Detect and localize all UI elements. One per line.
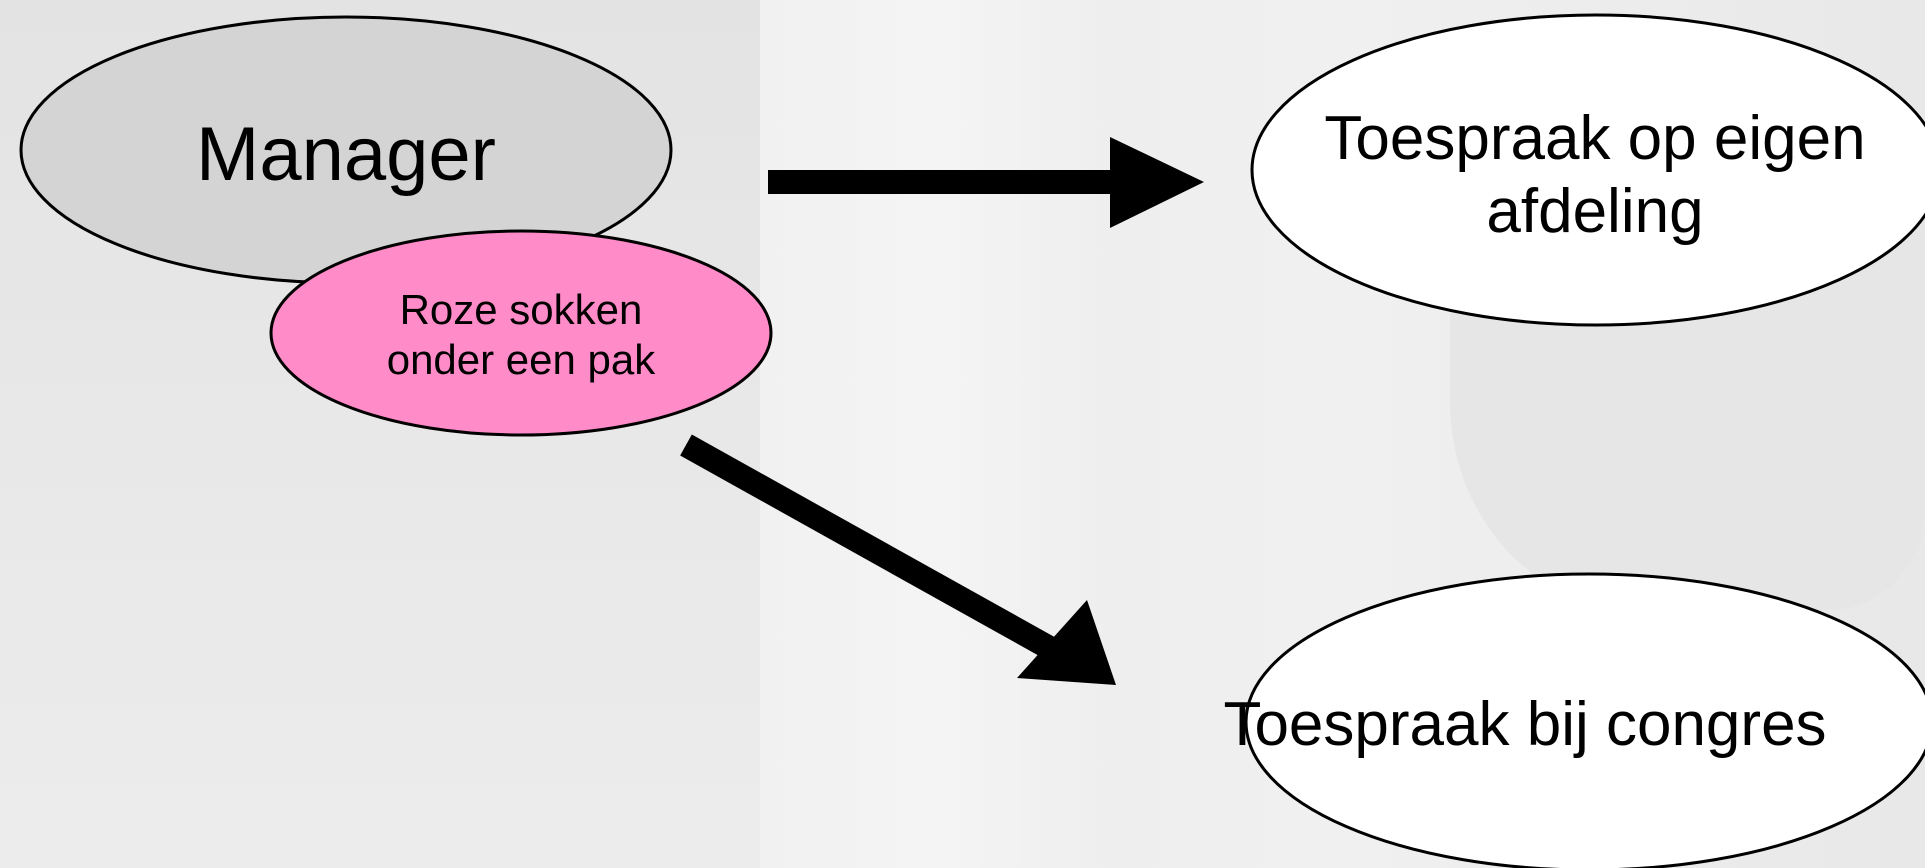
pink-socks-label: Roze sokken onder een pak [386,286,656,383]
arrow-manager-to-department [768,137,1204,228]
department-speech-label: Toespraak op eigen afdeling [1324,103,1866,246]
background-column [760,0,1120,868]
arrow-head [1017,600,1116,685]
arrow-shaft [680,434,1061,662]
arrow-head [1110,137,1204,228]
pink-socks-node [269,229,773,437]
congress-speech-label: Toespraak bij congres [1223,690,1827,760]
arrow-socks-to-congress [680,434,1116,685]
department-speech-node [1250,13,1925,327]
congress-speech-node [1244,572,1925,868]
manager-label: Manager [196,112,496,198]
